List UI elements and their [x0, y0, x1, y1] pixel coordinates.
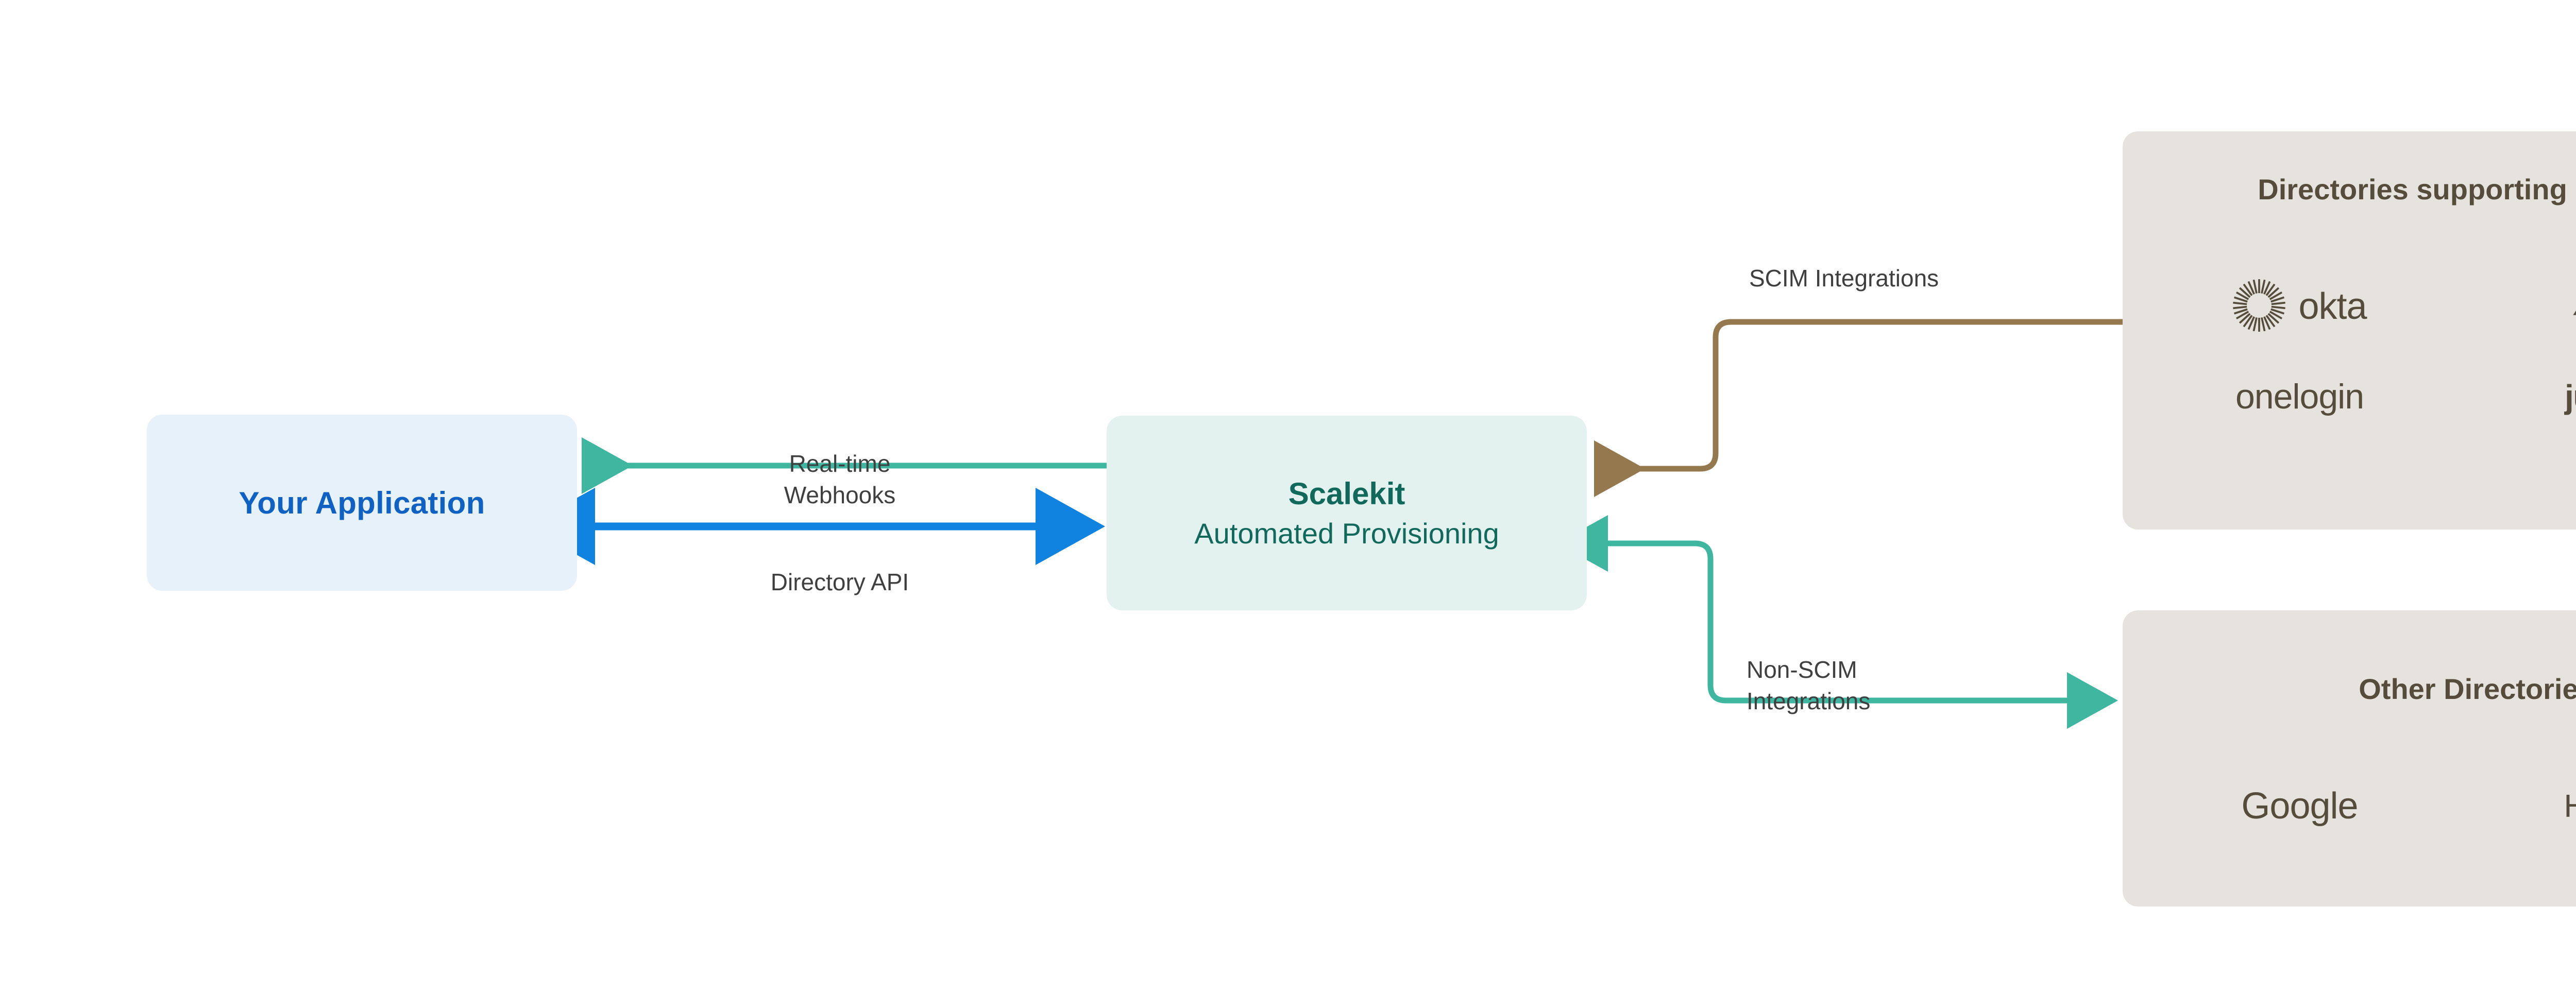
- onelogin-wordmark: onelogin: [2235, 377, 2364, 416]
- scim-logo-grid: okta Azure onelogin: [2123, 260, 2576, 440]
- google-wordmark: Google: [2241, 785, 2358, 827]
- hrms-hris-wordmark: HRMS/HRIS: [2564, 788, 2576, 824]
- scalekit-title: Scalekit: [1288, 476, 1405, 511]
- panel-other-directories[interactable]: Other Directories Google HRMS/HRIS: [2123, 610, 2576, 907]
- scalekit-subtitle: Automated Provisioning: [1194, 517, 1499, 550]
- okta-burst-icon: [2232, 279, 2286, 335]
- logo-item-okta[interactable]: okta: [2123, 260, 2477, 353]
- node-scalekit[interactable]: Scalekit Automated Provisioning: [1107, 416, 1587, 610]
- node-your-application[interactable]: Your Application: [147, 415, 577, 591]
- edge-label-scim-integrations: SCIM Integrations: [1749, 265, 1939, 292]
- other-directories-title: Other Directories: [2359, 673, 2576, 705]
- okta-wordmark: okta: [2298, 286, 2367, 327]
- jumpcloud-wordmark: jumpcloud: [2565, 378, 2576, 415]
- your-application-label: Your Application: [239, 485, 485, 520]
- logo-item-google[interactable]: Google: [2123, 760, 2477, 852]
- logo-item-jumpcloud[interactable]: jumpcloud TM: [2477, 353, 2576, 440]
- edge-non-scim-integrations: [1557, 515, 2118, 729]
- scim-directories-title: Directories supporting SCIM 2.0: [2258, 173, 2576, 206]
- panel-scim-directories[interactable]: Directories supporting SCIM 2.0: [2123, 131, 2576, 529]
- edge-label-non-scim-integrations: Non-SCIM Integrations: [1747, 656, 1871, 714]
- other-logo-grid: Google HRMS/HRIS: [2123, 760, 2576, 852]
- edge-label-realtime-webhooks: Real-time Webhooks: [784, 450, 896, 508]
- azure-a-icon: [2573, 281, 2576, 332]
- edge-scim-integrations: [1594, 319, 2123, 497]
- edge-label-directory-api: Directory API: [770, 569, 909, 595]
- logo-item-onelogin[interactable]: onelogin: [2123, 353, 2477, 440]
- logo-item-azure[interactable]: Azure: [2477, 260, 2576, 353]
- logo-item-hrms-hris[interactable]: HRMS/HRIS: [2477, 760, 2576, 852]
